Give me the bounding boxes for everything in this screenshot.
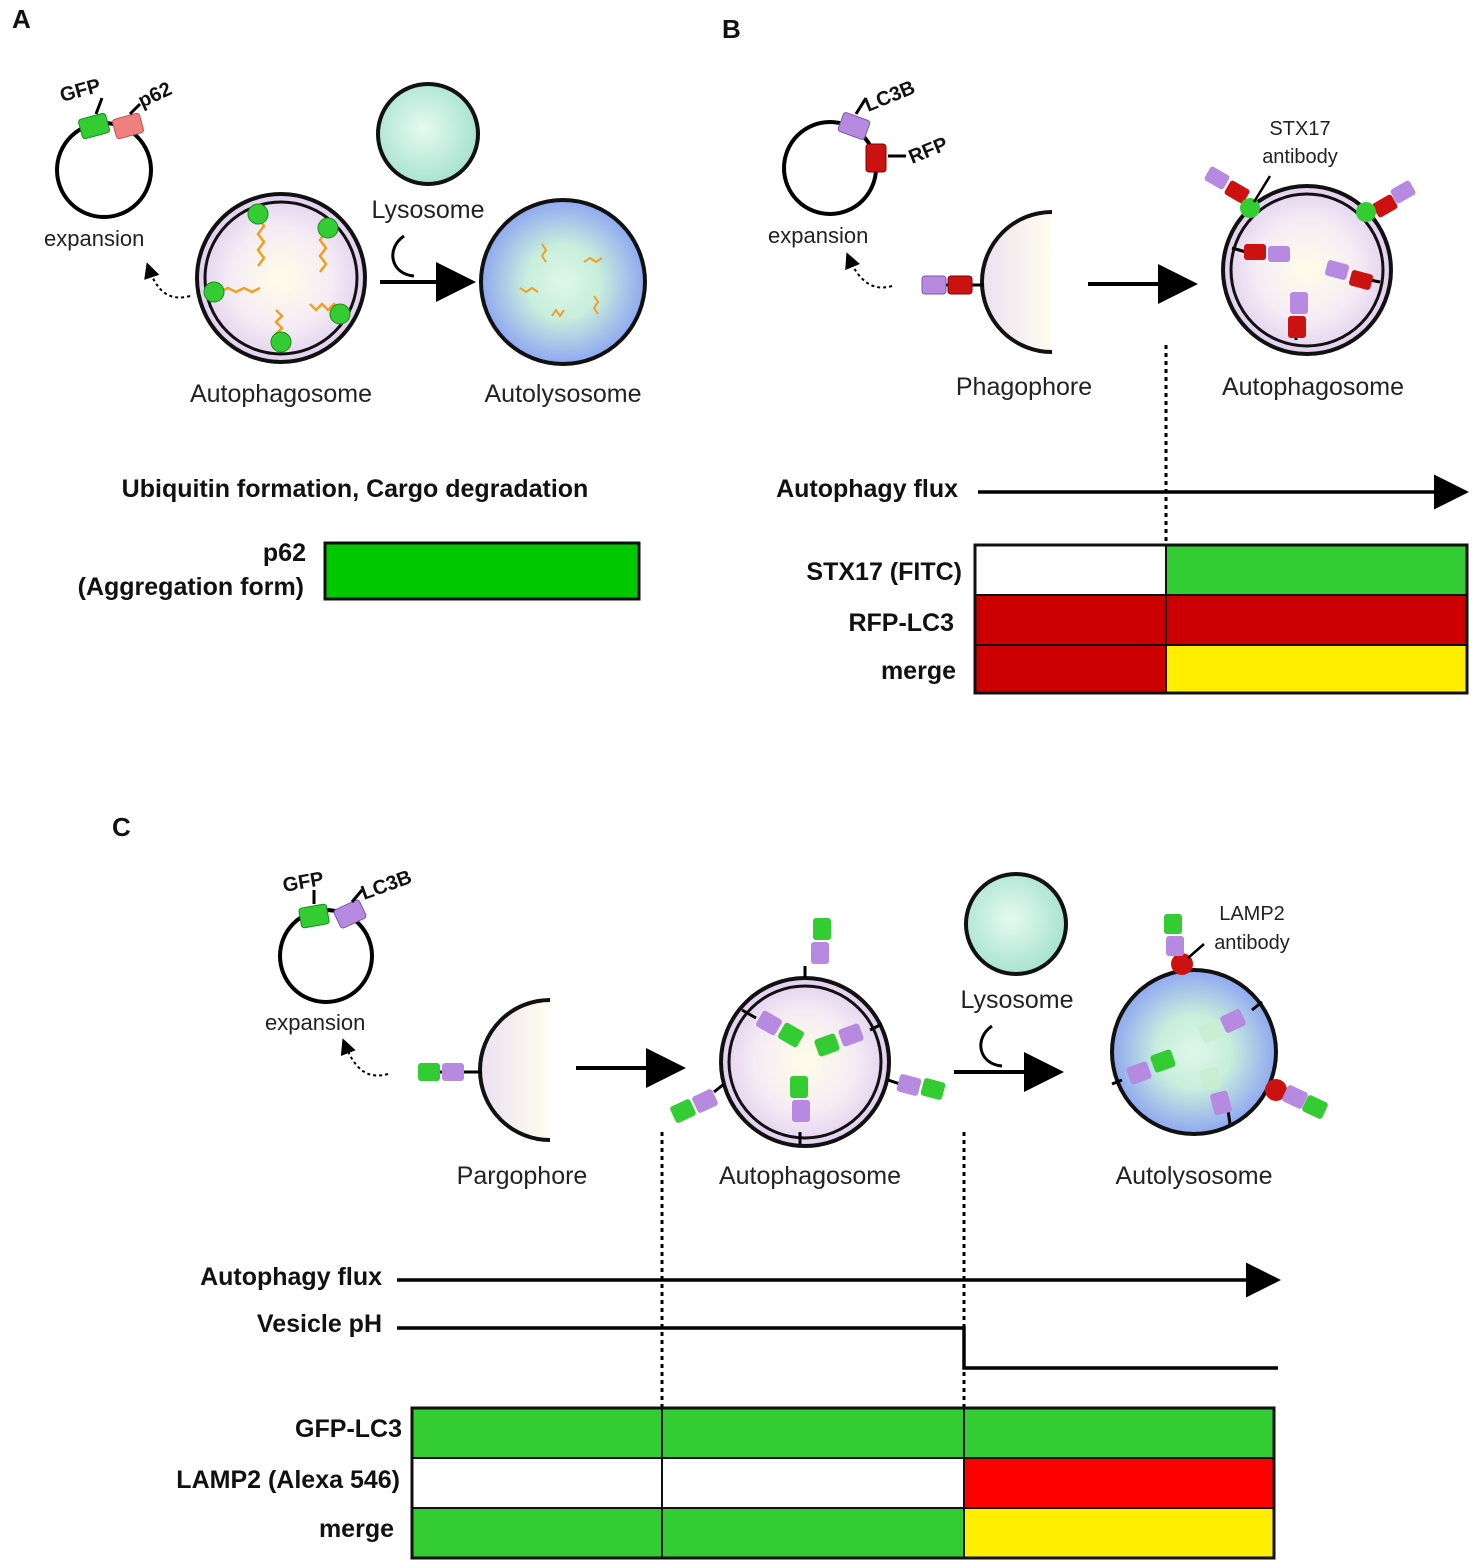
expansion-arrow-c	[340, 1038, 389, 1077]
panel-a-letter: A	[12, 4, 31, 34]
panel-c: C GFP LC3B expansion Pargophore	[112, 812, 1328, 1560]
row-label-lamp2: LAMP2 (Alexa 546)	[176, 1466, 400, 1494]
autophagosome-c: Autophagosome	[670, 918, 946, 1190]
plasmid-c-tag-1: GFP	[281, 868, 325, 897]
p62-signal-bar	[323, 541, 641, 601]
plasmid-b-tag-1: LC3B	[862, 77, 919, 117]
lysosome-label-a: Lysosome	[371, 196, 484, 224]
panel-b: B LC3B RFP expansion Phagophore	[722, 14, 1469, 695]
autophagy-flux-label-b: Autophagy flux	[776, 475, 958, 503]
table-b-cell-r1-c0	[974, 594, 1167, 646]
p62-row-sublabel: (Aggregation form)	[78, 573, 304, 601]
table-b-cell-r0-c0	[974, 544, 1167, 596]
plasmid-c-tag-2: LC3B	[358, 866, 415, 905]
panel-c-letter: C	[112, 812, 131, 842]
autophagy-flux-label-c: Autophagy flux	[200, 1263, 382, 1291]
panel-a: A GFP p62 expansion	[12, 4, 647, 601]
pargophore-label-c: Pargophore	[457, 1162, 588, 1190]
expansion-arrow-b	[845, 252, 893, 289]
lysosome-label-c: Lysosome	[960, 986, 1073, 1014]
plasmid-a: GFP p62 expansion	[44, 75, 191, 299]
lamp2-antibody-label-2: antibody	[1214, 932, 1290, 954]
signal-table-b: STX17 (FITC) RFP-LC3 merge	[806, 543, 1469, 695]
table-c-cell-r2-c0	[411, 1507, 663, 1559]
stx17-antibody-label-2: antibody	[1262, 146, 1338, 168]
plasmid-c: GFP LC3B expansion	[265, 866, 415, 1077]
autophagosome-label-c: Autophagosome	[719, 1162, 901, 1190]
signal-table-c: GFP-LC3 LAMP2 (Alexa 546) merge	[176, 1406, 1276, 1560]
stx17-antibody-label-1: STX17	[1269, 118, 1330, 140]
panel-a-heading: Ubiquitin formation, Cargo degradation	[122, 475, 589, 503]
pargophore-c: Pargophore	[418, 998, 588, 1190]
table-c-frame	[410, 1406, 1276, 1560]
lamp2-antibody-label-1: LAMP2	[1219, 903, 1285, 925]
table-c-cell-r2-c2	[963, 1507, 1275, 1559]
table-c-cell-r0-c0	[411, 1407, 663, 1459]
row-label-rfp-lc3: RFP-LC3	[848, 609, 954, 637]
table-c-cell-r1-c2	[963, 1457, 1275, 1509]
gfp-p62-dots	[203, 203, 351, 353]
panel-b-letter: B	[722, 14, 741, 44]
lysosome-c: Lysosome	[954, 872, 1074, 1092]
plasmid-a-tag-1: GFP	[58, 75, 103, 107]
table-c-cell-r1-c0	[411, 1457, 663, 1509]
expansion-label-a: expansion	[44, 226, 144, 251]
table-b-cell-r2-c1	[1165, 644, 1468, 694]
plasmid-a-tag-2: p62	[135, 78, 176, 113]
lysosome-a: Lysosome	[371, 82, 485, 302]
table-c-cell-r0-c2	[963, 1407, 1275, 1459]
table-c-cell-r2-c1	[661, 1507, 965, 1559]
phagophore-label-b: Phagophore	[956, 373, 1092, 401]
expansion-label-b: expansion	[768, 223, 868, 248]
row-label-stx17: STX17 (FITC)	[806, 558, 962, 586]
expansion-label-c: expansion	[265, 1010, 365, 1035]
rfp-tag-icon	[865, 143, 887, 173]
row-label-merge-c: merge	[319, 1515, 394, 1543]
autophagosome-b: STX17 antibody Autophagosome	[1204, 118, 1416, 401]
autophagosome-a: Autophagosome	[190, 192, 372, 408]
lc3b-tag-icon	[837, 112, 871, 140]
vesicle-ph-label: Vesicle pH	[257, 1310, 382, 1338]
expansion-arrow-a	[144, 262, 191, 299]
autophagosome-label-a: Autophagosome	[190, 380, 372, 408]
vesicle-ph-trace	[397, 1326, 1278, 1370]
table-c-cell-r0-c1	[661, 1407, 965, 1459]
gfp-tag-c-icon	[298, 903, 330, 929]
gfp-tag-icon	[78, 112, 110, 140]
table-c-cell-r1-c1	[661, 1457, 965, 1509]
autolysosome-c: LAMP2 antibody Autolysosome	[1110, 903, 1328, 1190]
plasmid-b-tag-2: RFP	[906, 133, 951, 168]
autolysosome-label-c: Autolysosome	[1115, 1162, 1272, 1190]
row-label-gfp-lc3: GFP-LC3	[295, 1415, 402, 1443]
phagophore-b: Phagophore	[921, 210, 1092, 401]
table-b-cell-r1-c1	[1165, 594, 1468, 646]
plasmid-b: LC3B RFP expansion	[768, 77, 951, 289]
row-label-merge-b: merge	[881, 657, 956, 685]
autolysosome-a: Autolysosome	[479, 198, 647, 408]
p62-tag-icon	[112, 112, 144, 140]
degraded-cargo	[519, 243, 603, 318]
autophagosome-label-b: Autophagosome	[1222, 373, 1404, 401]
table-b-cell-r0-c1	[1165, 544, 1468, 596]
p62-row-label: p62	[263, 539, 306, 567]
table-b-frame	[973, 543, 1469, 695]
autolysosome-label-a: Autolysosome	[484, 380, 641, 408]
lc3b-tag-c-icon	[333, 899, 367, 929]
table-b-cell-r2-c0	[974, 644, 1167, 694]
